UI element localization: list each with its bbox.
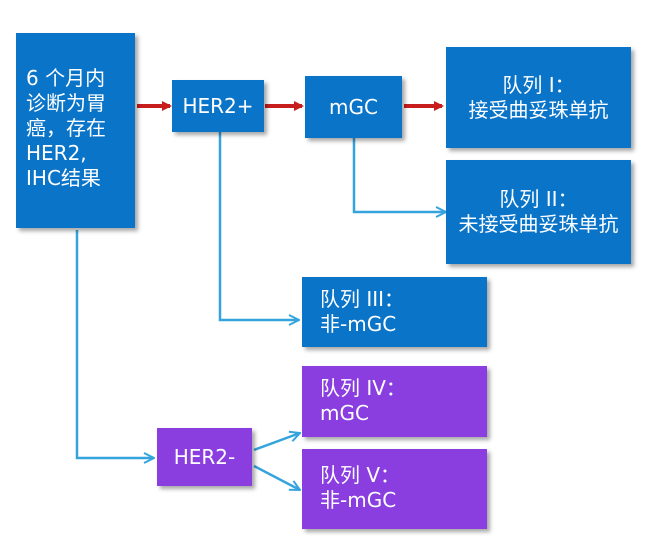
cohort-5-box: 队列 V： 非-mGC <box>302 449 487 529</box>
cohort-3-title: 队列 III： <box>320 287 405 311</box>
her2-negative-box: HER2- <box>157 428 252 486</box>
start-line: IHC结果 <box>26 166 101 190</box>
arrow-her2neg-to-cohort5 <box>253 464 300 492</box>
her2-positive-label: HER2+ <box>182 93 254 118</box>
mgc-box: mGC <box>305 76 402 138</box>
start-line: 诊断为胃 <box>26 91 106 115</box>
cohort-4-desc: mGC <box>320 401 369 425</box>
cohort-5-desc: 非-mGC <box>320 488 397 512</box>
cohort-4-box: 队列 IV： mGC <box>302 366 487 437</box>
cohort-4-title: 队列 IV： <box>320 376 406 400</box>
her2-negative-label: HER2- <box>173 444 236 469</box>
cohort-3-desc: 非-mGC <box>320 312 397 336</box>
cohort-3-box: 队列 III： 非-mGC <box>302 277 487 347</box>
arrow-her2neg-to-cohort4 <box>253 433 300 452</box>
cohort-1-title: 队列 I： <box>502 72 575 97</box>
start-line: HER2, <box>26 141 87 165</box>
start-line: 癌，存在 <box>26 116 106 140</box>
arrow-mgc-to-cohort2 <box>352 138 446 212</box>
arrow-start-to-her2neg <box>75 230 154 458</box>
arrow-her2pos-to-cohort3 <box>218 132 299 320</box>
cohort-5-title: 队列 V： <box>320 463 401 487</box>
her2-positive-box: HER2+ <box>172 80 264 132</box>
cohort-2-box: 队列 II： 未接受曲妥珠单抗 <box>446 160 631 264</box>
cohort-2-desc: 未接受曲妥珠单抗 <box>458 212 619 236</box>
start-line: 6 个月内 <box>26 66 106 90</box>
start-box: 6 个月内 诊断为胃 癌，存在 HER2, IHC结果 <box>16 33 135 228</box>
cohort-2-title: 队列 II： <box>499 187 578 211</box>
mgc-label: mGC <box>329 94 378 119</box>
cohort-1-desc: 接受曲妥珠单抗 <box>468 97 609 122</box>
cohort-1-box: 队列 I： 接受曲妥珠单抗 <box>446 47 631 148</box>
